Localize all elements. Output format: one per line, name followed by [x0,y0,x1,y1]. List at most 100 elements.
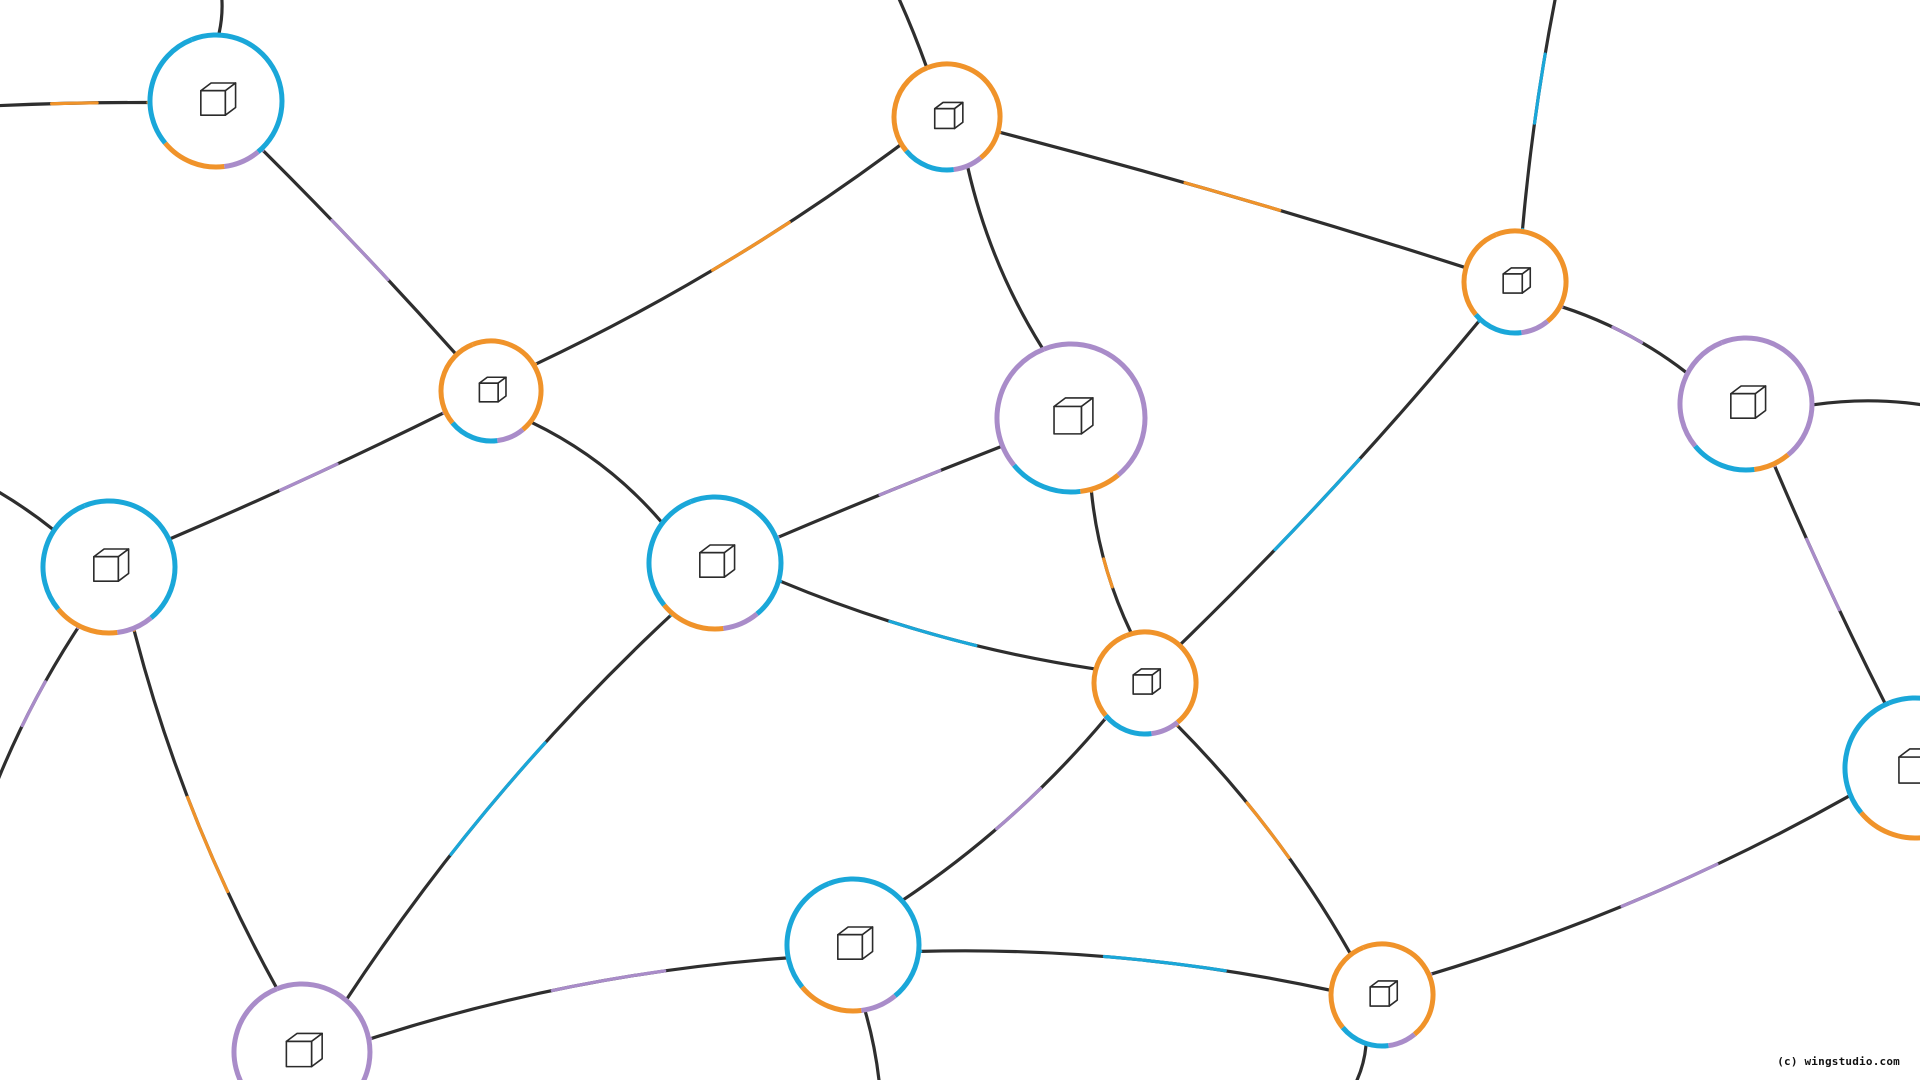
node-ring-segment [662,603,724,632]
edge-n01-left-top [0,100,150,108]
node-ring-segment [190,32,285,154]
edge-n09-n07 [1179,319,1481,646]
edge-line [778,579,1096,671]
node-n12[interactable] [1328,941,1436,1049]
node-ring-segment [784,881,830,989]
node-n03[interactable] [438,338,544,444]
node-ring-segment [1012,463,1081,495]
cube-front-face [1132,674,1154,695]
nodes-layer [40,32,1920,1080]
node-ring-segment [1888,695,1920,706]
edge-n12-bottom-2 [1355,1043,1368,1080]
node-ring-segment [1340,1025,1389,1049]
node-ring-segment [1387,1032,1417,1049]
node-ring-segment [860,993,897,1013]
edge-accent [0,100,150,108]
node-ring-segment [1328,945,1365,1030]
node-ring-segment [1859,810,1920,841]
node-ring-segment [83,498,178,620]
edge-accent [1179,319,1481,646]
edge-line [966,166,1044,350]
node-ring-segment [1362,941,1436,1037]
node-n13[interactable] [231,981,373,1080]
edge-accent [998,130,1466,269]
edge-accent [1175,723,1352,955]
cube-front-face [1898,756,1920,784]
cube-icon [1132,668,1162,695]
node-ring-segment [147,37,193,145]
node-n07[interactable] [1091,629,1199,737]
edge-n06-n07 [778,579,1096,671]
cube-icon [200,82,237,116]
node-ring-segment [1461,232,1498,317]
edge-n12-n11 [1429,794,1851,976]
edge-line [1429,794,1851,976]
node-ring-segment [276,981,373,1080]
edge-accent [1560,305,1688,374]
node-n02[interactable] [891,61,1003,173]
edge-n04-left-low [0,626,80,780]
edge-line [863,1010,881,1080]
edge-accent [169,411,446,541]
node-n08[interactable] [784,876,922,1014]
edge-n05-n07 [1089,489,1133,634]
edge-accent [1429,794,1851,976]
edge-line [902,716,1108,902]
node-ring-segment [953,155,983,173]
node-ring-segment [1753,452,1790,472]
edge-n10-n11 [1773,464,1887,705]
copyright-credit: (c) wingstudio.com [1777,1055,1900,1068]
edge-accent [919,949,1331,992]
node-n04[interactable] [40,498,178,636]
cube-icon [699,544,736,578]
cube-front-face [1730,392,1757,419]
node-n09[interactable] [1461,228,1569,336]
edge-accent [1773,464,1887,705]
edge-line [0,490,55,531]
edge-n03-n02 [534,143,902,366]
node-ring-segment [471,338,544,432]
node-ring-segment [40,503,86,611]
node-ring-segment [926,61,1003,160]
node-ring-segment [1842,700,1891,815]
node-n11[interactable] [1842,695,1920,841]
cube-icon [285,1032,323,1068]
edge-accent [1520,0,1557,232]
node-n06[interactable] [646,494,784,632]
node-ring-segment [722,611,759,631]
cube-front-face [837,933,864,960]
node-ring-segment [1677,340,1723,448]
cube-icon [478,376,507,403]
edge-n08-n12 [919,949,1331,992]
edge-line [1773,464,1887,705]
node-ring-segment [891,65,929,153]
cube-front-face [200,89,227,116]
node-n01[interactable] [147,32,285,170]
edge-n01-n03 [261,148,457,355]
edge-line [1520,0,1557,232]
cube-icon [933,101,964,130]
cube-front-face [933,107,956,130]
node-ring-segment [116,615,153,635]
edge-line [1089,489,1133,634]
edge-n04-n13 [132,628,278,989]
edge-line [534,143,902,366]
cube-front-face [478,382,499,403]
edge-n04-left-mid [0,490,55,531]
node-ring-segment [1103,713,1152,737]
node-n05[interactable] [994,341,1148,495]
edge-n01-top-1 [217,0,224,35]
cube-icon [1502,267,1532,294]
node-ring-segment [1079,473,1120,494]
edge-line [169,411,446,541]
node-n10[interactable] [1677,335,1815,473]
cube-front-face [1053,405,1083,435]
edge-n10-right-1 [1812,399,1920,407]
edge-accent [369,956,788,1041]
edge-n02-n05 [966,166,1044,350]
edge-line [1560,305,1688,374]
edge-line [261,148,457,355]
node-background [1843,696,1920,840]
node-ring-segment [1520,319,1550,336]
